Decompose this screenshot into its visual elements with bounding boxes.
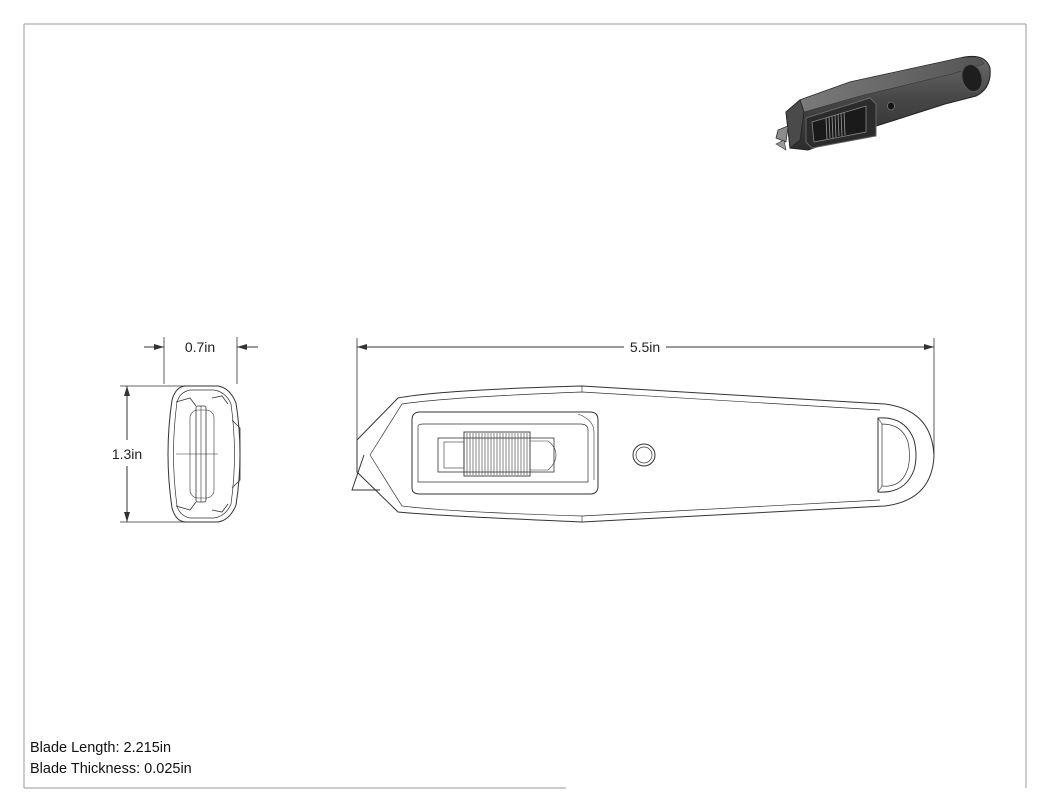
dimension-height (120, 385, 186, 523)
dimension-height-label: 1.3in (112, 446, 142, 462)
isometric-render (775, 55, 991, 151)
blade-thickness-note: Blade Thickness: 0.025in (30, 761, 192, 777)
dimension-width (144, 337, 258, 384)
blade-length-note: Blade Length: 2.215in (30, 740, 172, 756)
spec-notes: Blade Length: 2.215in Blade Thickness: 0… (30, 738, 192, 780)
side-view (351, 385, 935, 523)
dimension-length-label: 5.5in (630, 339, 660, 355)
end-view (167, 385, 241, 523)
dimension-length (356, 338, 935, 454)
dimension-width-label: 0.7in (185, 339, 215, 355)
sheet-border (23, 23, 1027, 789)
